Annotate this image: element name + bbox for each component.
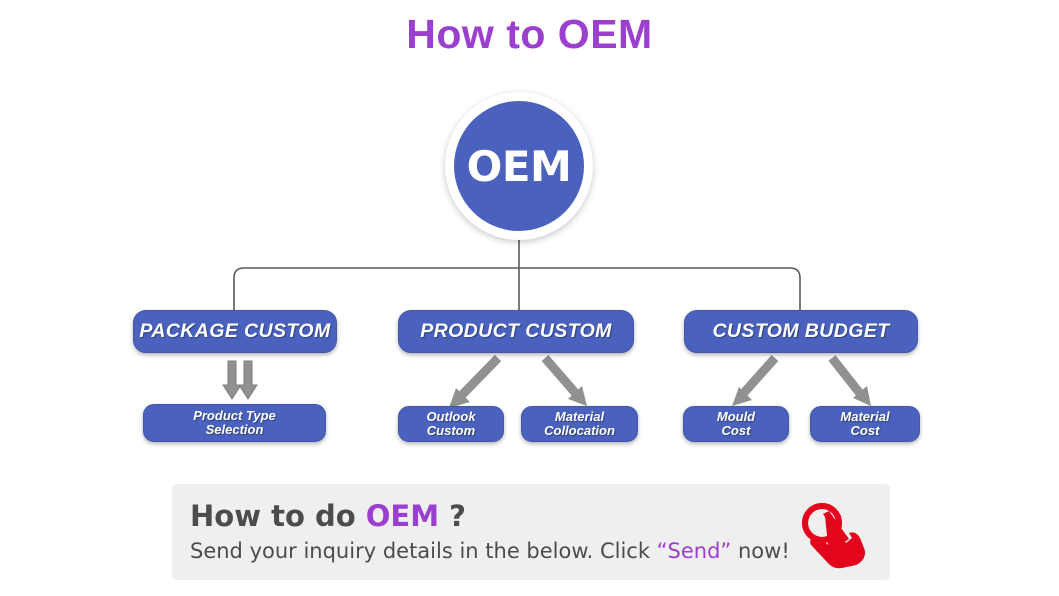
node-product-type-selection-line2: Selection [205,422,264,437]
node-product-custom-label: PRODUCT CUSTOM [420,320,612,342]
cta-sub-accent: “Send” [656,539,732,563]
oem-flow-diagram: OEM PACKAGE CUSTOM PRODUCT CUSTOM CUSTOM… [133,92,920,442]
node-package-custom-label: PACKAGE CUSTOM [139,320,331,342]
node-material-collocation[interactable]: Material Collocation [521,406,638,442]
node-mould-cost-line1: Mould [716,408,756,424]
node-material-collocation-line2: Collocation [544,423,615,438]
oem-hub: OEM [445,92,593,240]
node-outlook-custom-line2: Custom [426,423,476,438]
cta-sub-suffix: now! [731,539,790,563]
cta-heading-accent: OEM [365,499,440,533]
node-material-cost-line2: Cost [850,423,880,438]
node-package-custom[interactable]: PACKAGE CUSTOM [133,310,337,353]
cta-heading-prefix: How to do [190,499,366,533]
hand-pointer-icon[interactable] [792,498,872,570]
arrow-budget-to-material-cost-icon [828,355,871,406]
node-product-type-selection[interactable]: Product Type Selection [143,404,326,442]
node-material-cost[interactable]: Material Cost [810,406,920,442]
node-product-type-selection-line1: Product Type [193,407,276,423]
arrow-product-to-material-icon [541,355,587,406]
node-mould-cost-line2: Cost [721,423,751,438]
node-material-collocation-line1: Material [554,408,605,424]
cta-heading: How to do OEM ? [190,499,466,533]
cta-sub-prefix: Send your inquiry details in the below. … [190,539,657,563]
node-outlook-custom[interactable]: Outlook Custom [398,406,504,442]
arrow-product-to-outlook-icon [449,354,502,408]
node-mould-cost[interactable]: Mould Cost [683,406,789,442]
node-outlook-custom-line1: Outlook [426,408,476,424]
node-custom-budget[interactable]: CUSTOM BUDGET [684,310,918,353]
arrow-budget-to-mould-icon [732,354,779,406]
cta-banner: How to do OEM ? Send your inquiry detail… [172,484,890,580]
oem-hub-circle: OEM [454,101,584,231]
node-product-custom[interactable]: PRODUCT CUSTOM [398,310,634,353]
node-custom-budget-label: CUSTOM BUDGET [712,320,890,342]
cta-heading-suffix: ? [439,499,466,533]
double-down-arrow-icon [222,360,258,400]
node-material-cost-line1: Material [840,408,890,424]
cta-subtext: Send your inquiry details in the below. … [190,539,790,563]
oem-hub-label: OEM [466,141,572,191]
page-title: How to OEM [406,11,653,57]
